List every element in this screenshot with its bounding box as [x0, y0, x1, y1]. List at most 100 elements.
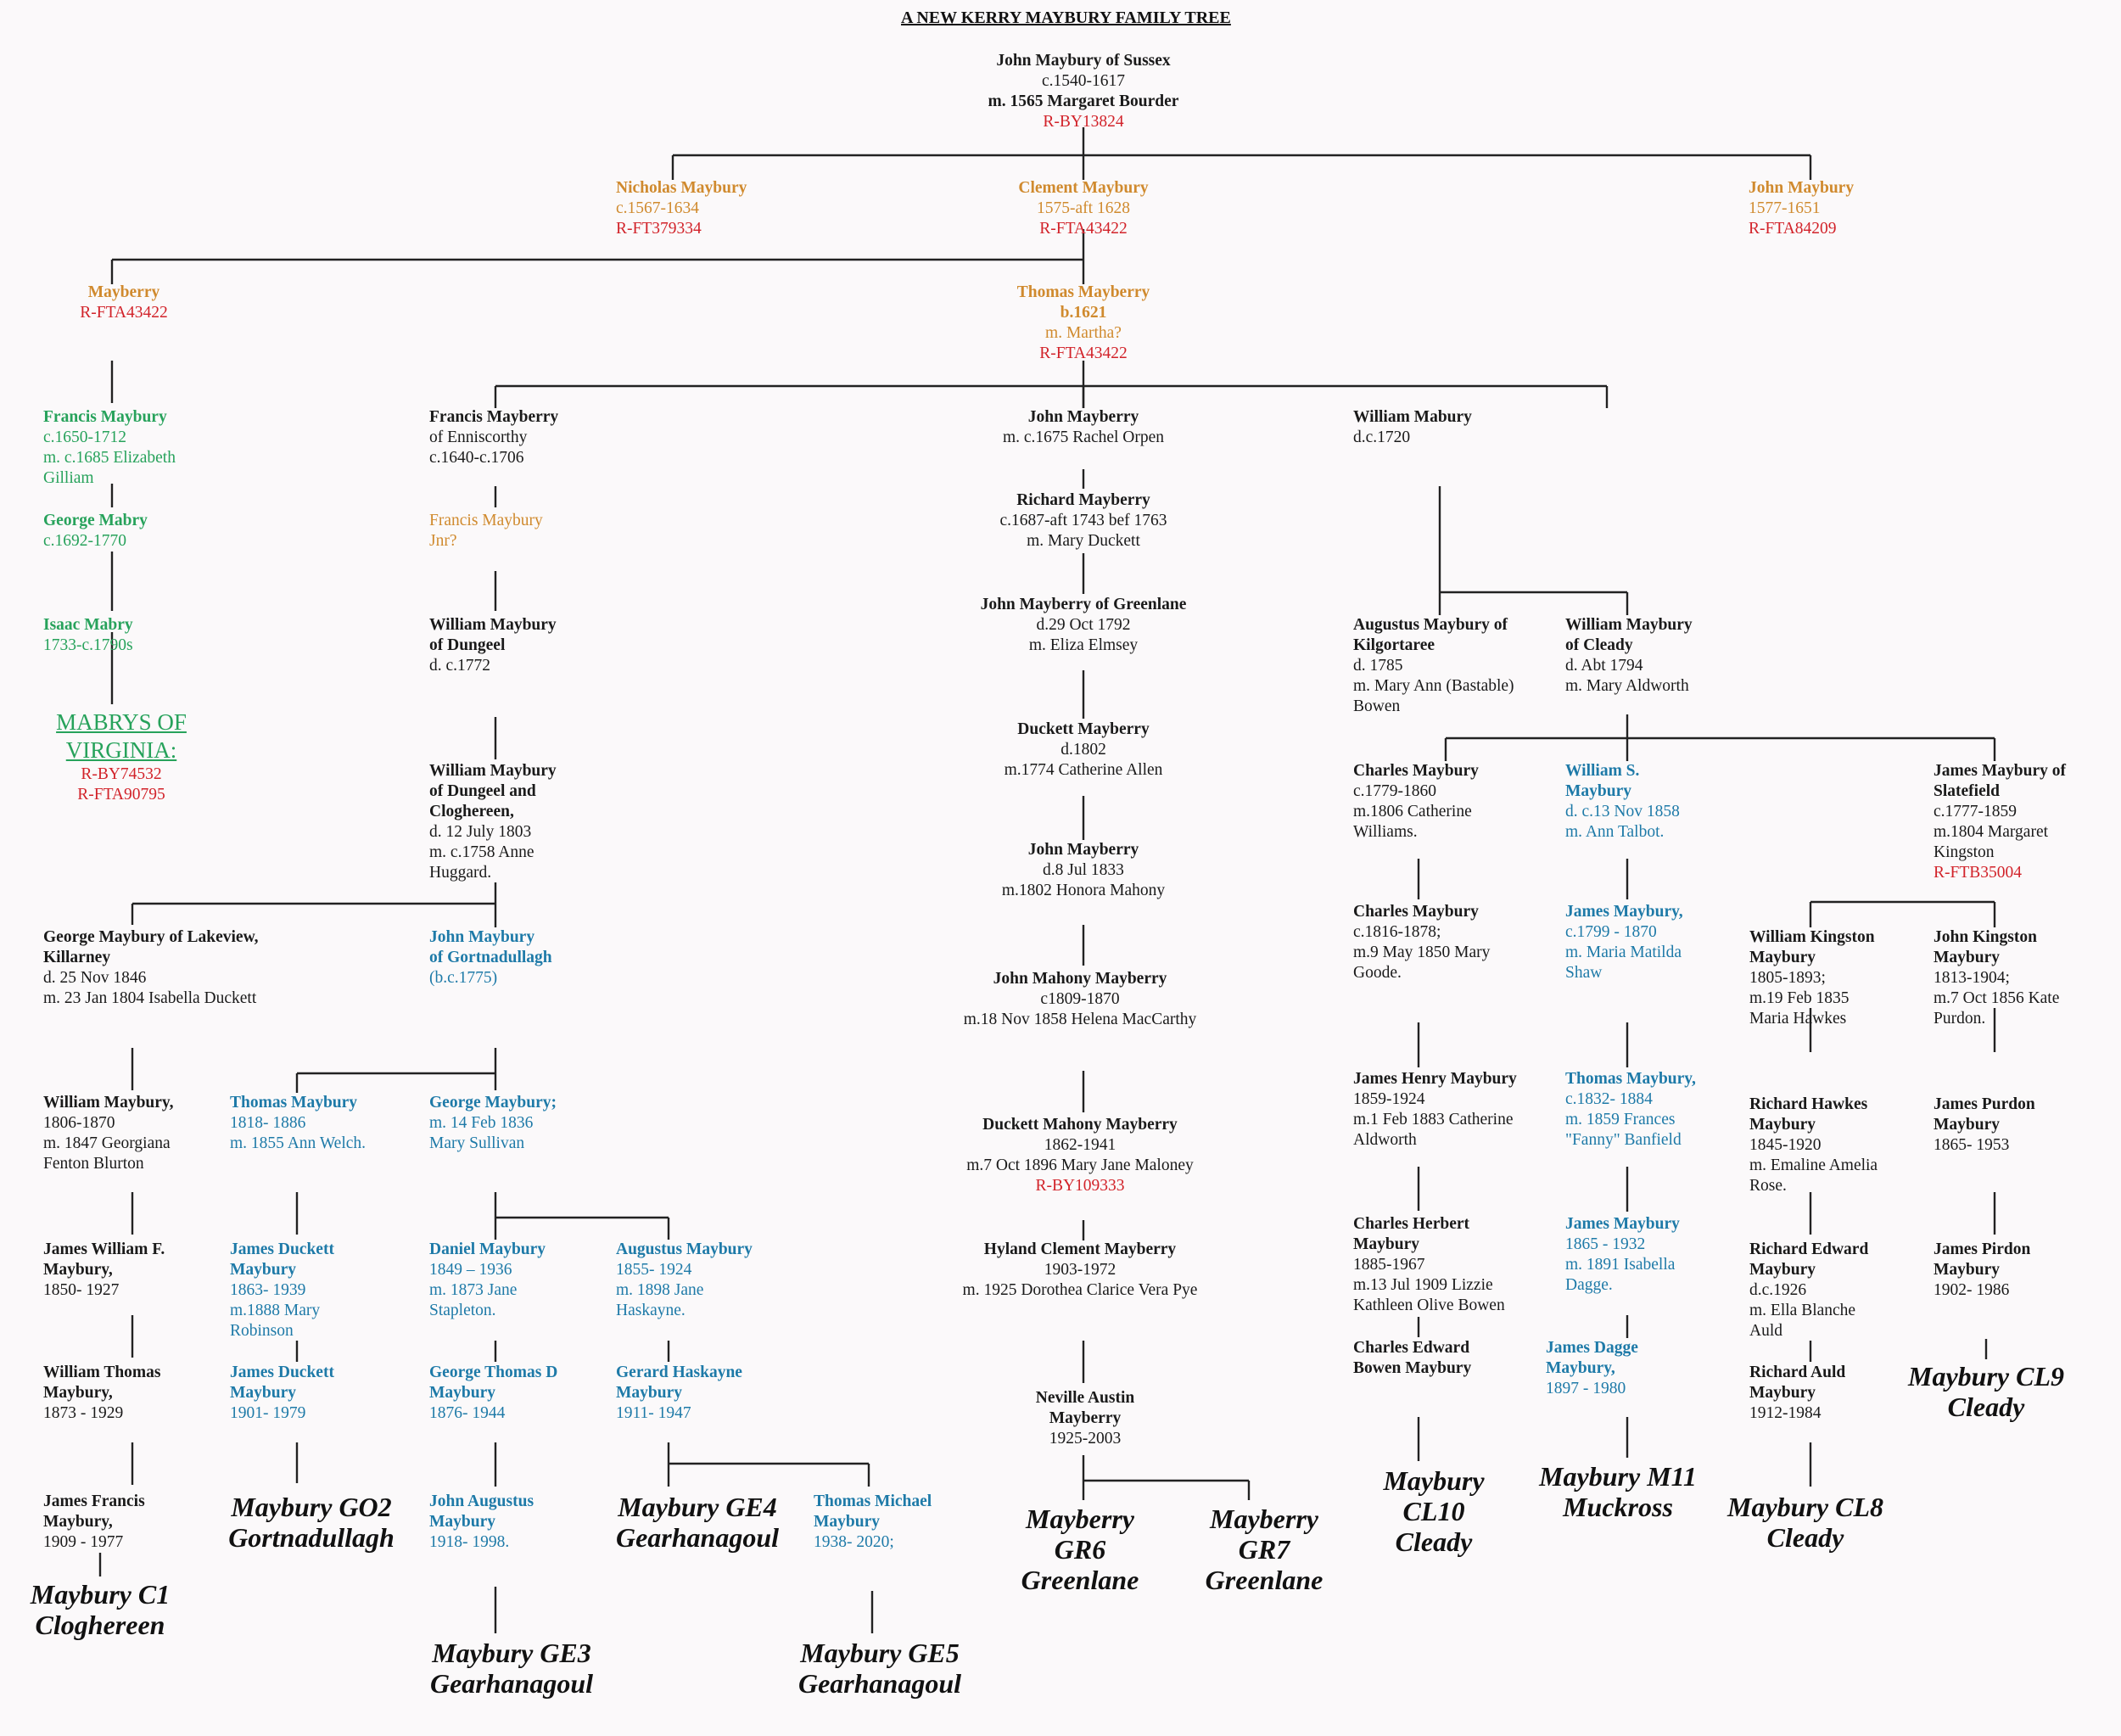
person-name: James Maybury of — [1934, 762, 2066, 780]
person-name: James Maybury, — [1565, 903, 1683, 921]
person-detail: Maybury, — [43, 1513, 113, 1531]
person-name: Mayberry — [87, 283, 160, 301]
dna-group-label-line: Maybury — [1383, 1465, 1485, 1496]
person-detail: m.1806 Catherine — [1353, 803, 1472, 820]
person-detail: m. Mary Aldworth — [1565, 677, 1689, 695]
person-detail: m.9 May 1850 Mary — [1353, 944, 1491, 961]
person-detail: Maybury — [1934, 949, 2000, 966]
person-name: Augustus Maybury — [616, 1240, 753, 1258]
person-detail: m.13 Jul 1909 Lizzie — [1353, 1276, 1493, 1294]
person-detail: d. 25 Nov 1846 — [43, 969, 147, 987]
person-detail: 1859-1924 — [1353, 1090, 1425, 1108]
person-name: Thomas Maybury — [230, 1094, 358, 1112]
person-detail: 1813-1904; — [1934, 969, 2010, 987]
person-detail: b.1621 — [1060, 304, 1107, 322]
person-detail: 1885-1967 — [1353, 1256, 1425, 1274]
person-name: James William F. — [43, 1240, 165, 1258]
person-detail: Fenton Blurton — [43, 1155, 144, 1173]
person-jameswf: James William F.Maybury,1850- 1927 — [43, 1240, 165, 1301]
person-detail: c.1650-1712 — [43, 428, 127, 446]
person-detail: Shaw — [1565, 964, 1603, 982]
dna-group-label-line: Cleady — [1947, 1392, 2025, 1422]
person-name: Francis Maybury — [429, 512, 543, 529]
person-detail: Jnr? — [429, 532, 457, 550]
person-name: William Maybury — [429, 762, 557, 780]
person-detail: Maybury — [230, 1261, 296, 1279]
person-detail: R-FT379334 — [616, 220, 702, 238]
person-detail: 1865 - 1932 — [1565, 1235, 1646, 1253]
person-detail: m. 1925 Dorothea Clarice Vera Pye — [962, 1281, 1198, 1299]
person-detail: 1806-1870 — [43, 1114, 115, 1132]
person-name: William S. — [1565, 762, 1640, 780]
person-detail: 1902- 1986 — [1934, 1281, 2010, 1299]
person-name: John Mayberry — [1027, 408, 1139, 426]
person-name: James Purdon — [1934, 1095, 2035, 1113]
person-name: William Maybury, — [43, 1094, 174, 1112]
person-name: James Francis — [43, 1492, 145, 1510]
person-detail: 1912-1984 — [1749, 1404, 1822, 1422]
dna-group-label-line: Cleady — [1395, 1526, 1473, 1557]
dna-group-label-line: Maybury GE5 — [800, 1638, 960, 1668]
page-title: A NEW KERRY MAYBURY FAMILY TREE — [901, 8, 1231, 27]
person-detail: Maybury — [814, 1513, 880, 1531]
person-detail: 1805-1893; — [1749, 969, 1826, 987]
person-detail: Maybury, — [1546, 1359, 1615, 1377]
person-name: James Duckett — [230, 1240, 334, 1258]
person-detail: Maybury — [1353, 1235, 1419, 1253]
person-name: Isaac Mabry — [43, 616, 133, 634]
person-detail: m. 23 Jan 1804 Isabella Duckett — [43, 989, 257, 1007]
person-detail: m. Ella Blanche — [1749, 1302, 1856, 1319]
person-name: James Maybury — [1565, 1215, 1680, 1233]
person-detail: c.1567-1634 — [616, 199, 700, 217]
person-detail: d. Abt 1794 — [1565, 657, 1643, 675]
dna-group-label-line: Cleady — [1766, 1522, 1844, 1553]
dna-group-label-line: Gearhanagoul — [615, 1522, 780, 1553]
person-detail: 1849 – 1936 — [429, 1261, 512, 1279]
person-detail: Bowen Maybury — [1353, 1359, 1472, 1377]
person-detail: R-BY13824 — [1043, 113, 1124, 131]
person-detail: m.1802 Honora Mahony — [1001, 882, 1166, 899]
person-detail: Cloghereen, — [429, 803, 514, 820]
virginia-haplogroup: R-FTA90795 — [77, 786, 165, 804]
person-detail: c1809-1870 — [1040, 990, 1120, 1008]
dna-group-label-line: Maybury M11 — [1539, 1461, 1697, 1492]
person-detail: 1925-2003 — [1049, 1430, 1122, 1448]
person-detail: d. c.13 Nov 1858 — [1565, 803, 1680, 820]
person-detail: 1938- 2020; — [814, 1533, 894, 1551]
person-name: John Maybury — [1749, 179, 1855, 197]
person-name: George Mabry — [43, 512, 148, 529]
person-name: Charles Edward — [1353, 1339, 1470, 1357]
person-detail: m. c.1685 Elizabeth — [43, 449, 176, 467]
person-detail: 1873 - 1929 — [43, 1404, 124, 1422]
person-detail: m. Mary Duckett — [1027, 532, 1140, 550]
dna-group-label-line: GR6 — [1054, 1534, 1106, 1565]
person-detail: R-FTB35004 — [1934, 864, 2023, 882]
